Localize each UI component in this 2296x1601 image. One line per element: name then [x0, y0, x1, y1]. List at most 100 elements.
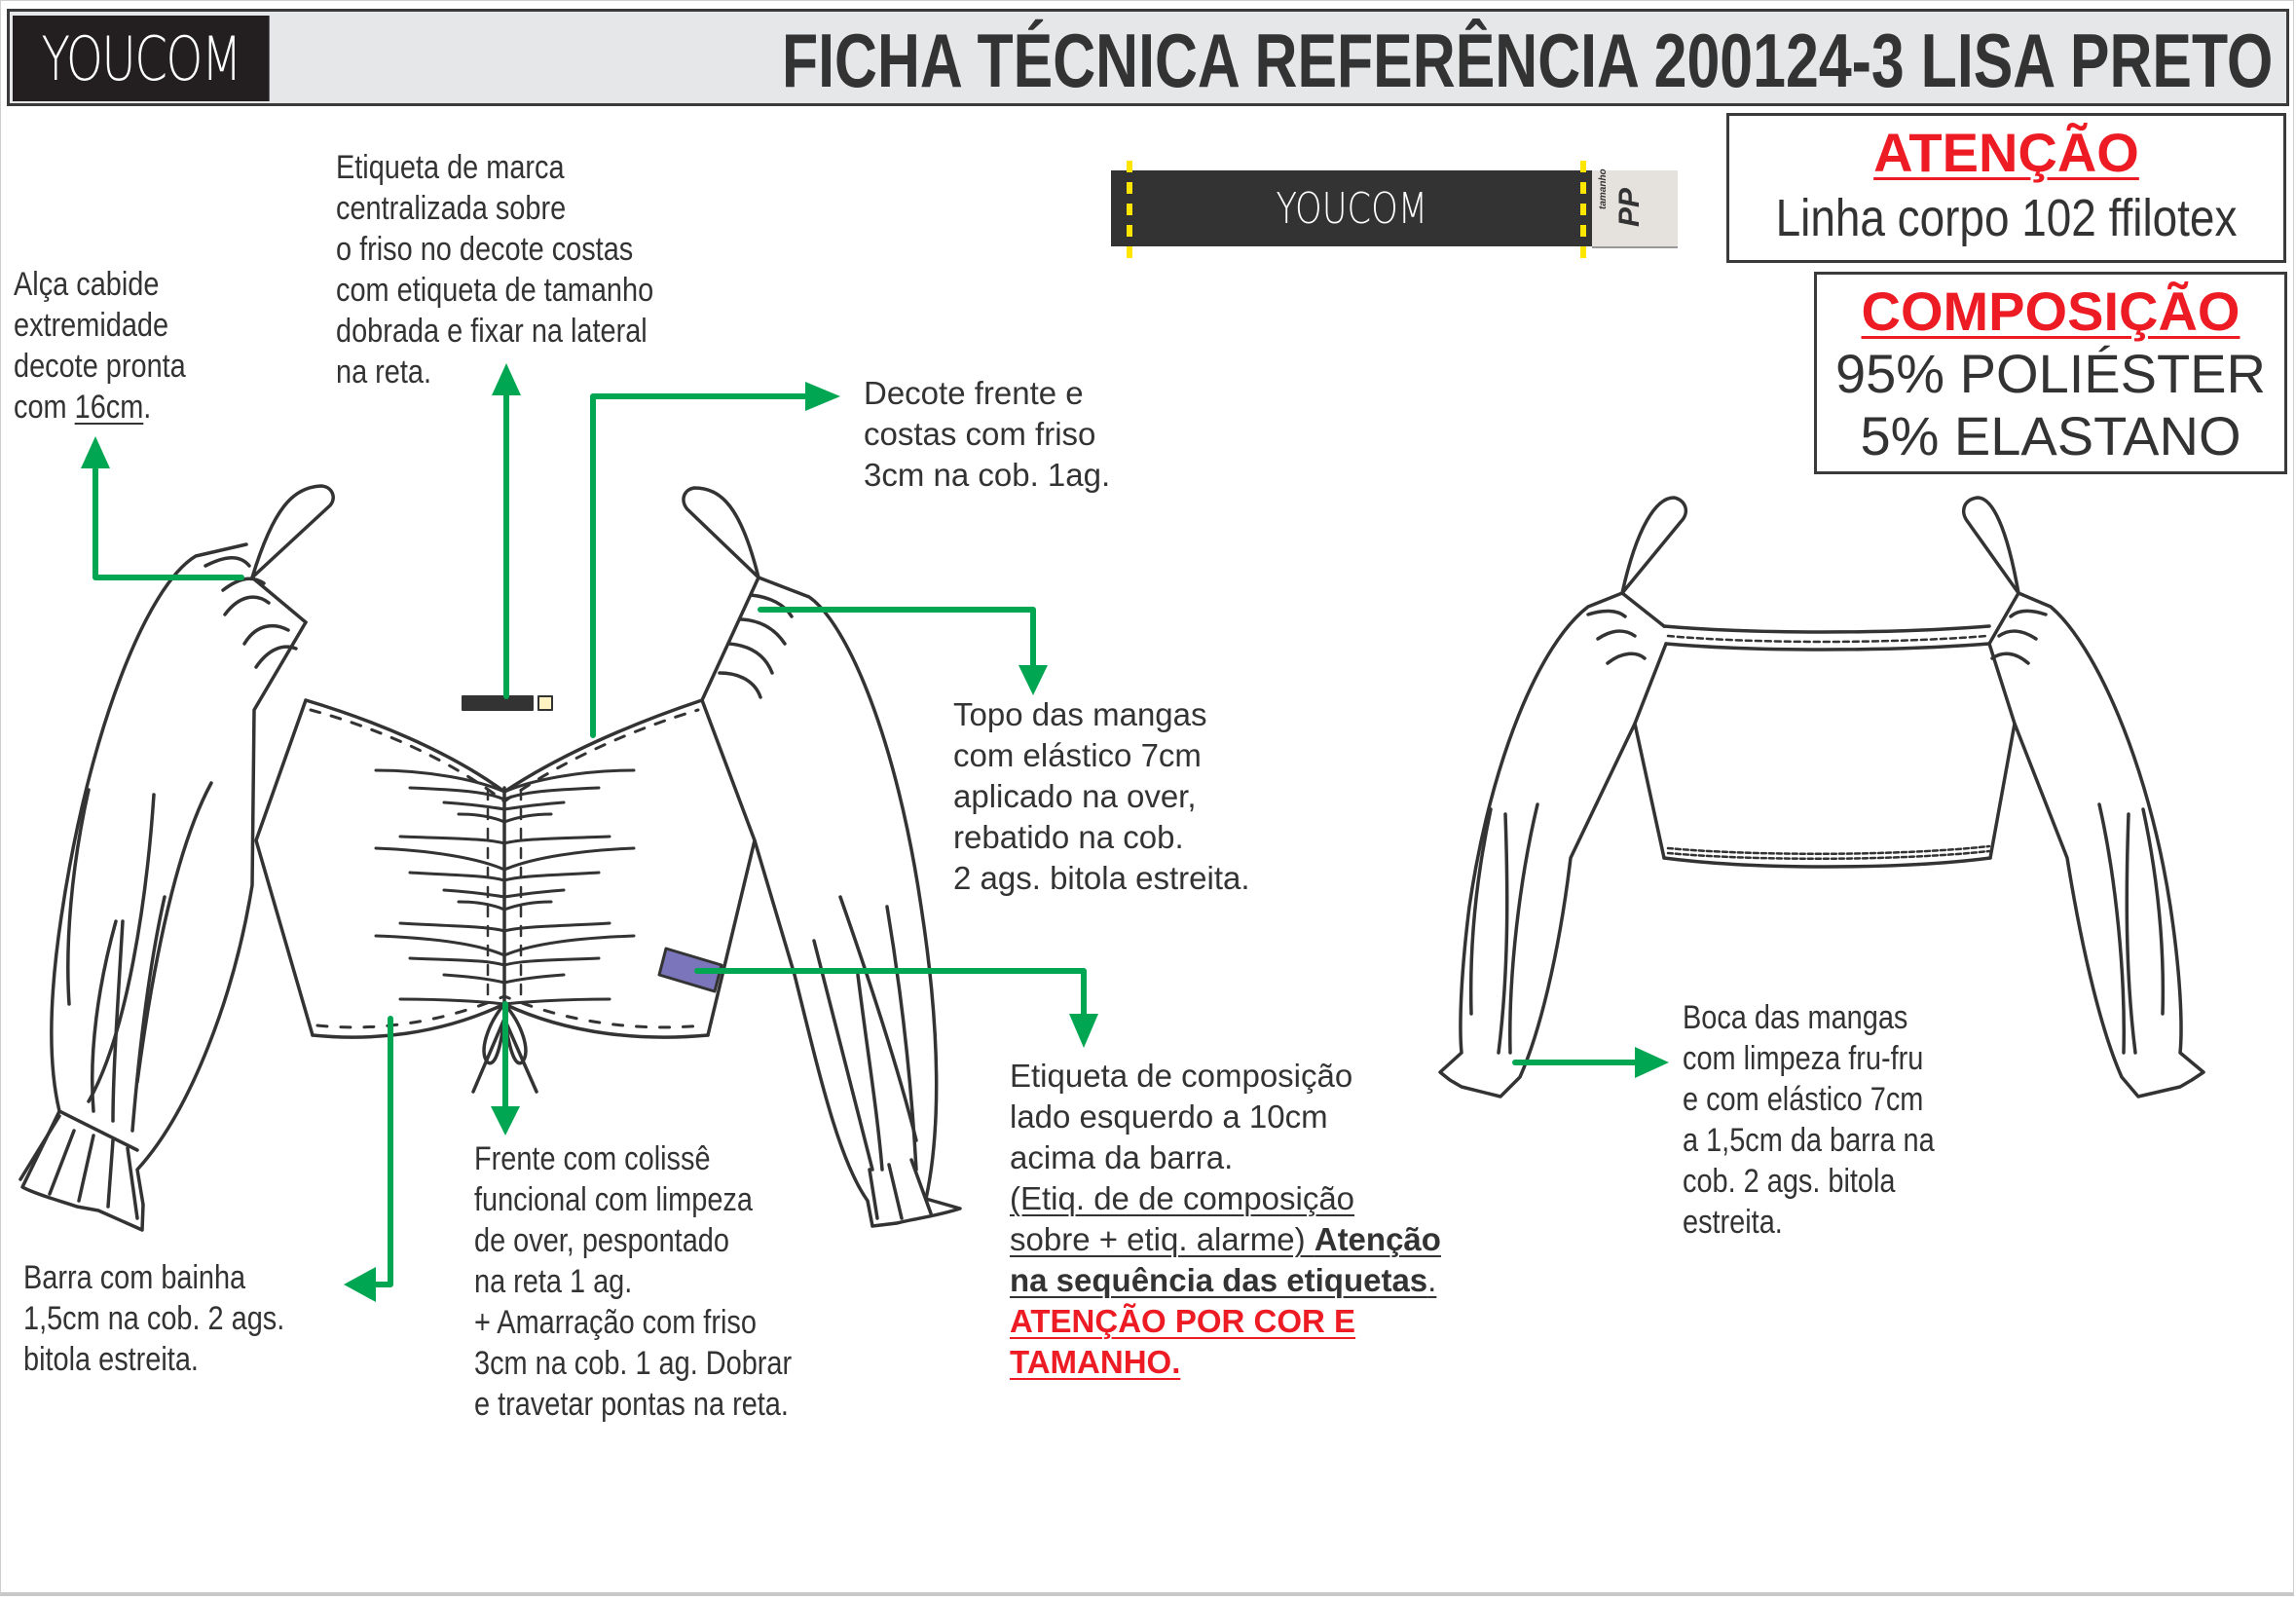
note-line: + Amarração com friso	[474, 1304, 757, 1341]
note-line: com limpeza fru-fru	[1683, 1040, 1924, 1077]
brand-label-text: YOUCOM	[1276, 183, 1427, 234]
left-sleeve	[20, 542, 308, 1232]
drawing-stroke	[398, 835, 611, 845]
note-line: o friso no decote costas	[336, 231, 634, 268]
note-line-underlined: (Etiq. de de composição	[1010, 1180, 1355, 1216]
note-line: aplicado na over,	[953, 778, 1197, 814]
drawing-stroke	[2141, 807, 2166, 1016]
note-frente: Frente com colissê funcional com limpeza…	[474, 1138, 792, 1425]
arrow-alca	[93, 456, 244, 580]
note-text: .	[143, 389, 152, 426]
drawing-stroke	[700, 576, 760, 702]
left-sleeve-cuff	[57, 1109, 139, 1152]
drawing-stroke	[48, 1129, 76, 1196]
drawing-stroke	[408, 871, 601, 882]
note-text: sobre + etiq. alarme)	[1010, 1221, 1315, 1257]
note-line: funcional com limpeza	[474, 1181, 753, 1218]
back-left-sleeve	[1438, 591, 1637, 1098]
composition-tag	[657, 947, 723, 993]
note-line-underlined: sobre + etiq. alarme) Atenção	[1010, 1219, 1441, 1260]
drawing-stroke	[106, 1138, 115, 1209]
back-neckline	[1662, 624, 1991, 634]
note-topo-mangas: Topo das mangas com elástico 7cm aplicad…	[953, 694, 1250, 899]
back-left-loop	[1620, 496, 1688, 595]
drawing-stroke	[1586, 609, 1627, 618]
drawing-stroke	[812, 939, 874, 1172]
drawing-stroke	[856, 973, 884, 1172]
back-view-drawing	[1438, 496, 2205, 1098]
arrowhead-icon	[1635, 1047, 1669, 1078]
note-line: extremidade	[14, 307, 169, 344]
drawing-stroke	[135, 781, 213, 1084]
note-line: centralizada sobre	[336, 190, 567, 227]
note-line: e com elástico 7cm	[1683, 1081, 1924, 1118]
note-line: lado esquerdo a 10cm	[1010, 1098, 1328, 1135]
drawing-stroke	[2097, 802, 2126, 1055]
drawing-stroke	[204, 556, 251, 568]
attention-heading: ATENÇÃO	[1873, 122, 2139, 183]
brand-logo: YOUCOM	[13, 16, 270, 101]
front-neckline	[304, 698, 704, 794]
note-line: Etiqueta de composição	[1010, 1058, 1353, 1094]
arrow-barra	[363, 1016, 393, 1287]
drawing-stroke	[398, 921, 611, 933]
note-line: Barra com bainha	[23, 1259, 246, 1296]
brand-logo-text: YOUCOM	[41, 22, 242, 94]
drawing-stroke	[1664, 642, 1991, 652]
drawing-stroke	[223, 595, 271, 616]
warning-line: ATENÇÃO POR COR E	[1010, 1303, 1356, 1339]
drawing-stroke	[537, 695, 553, 711]
note-line-underlined: na sequência das etiquetas.	[1010, 1260, 1441, 1301]
front-left-side	[254, 698, 315, 1037]
drawing-stroke	[1596, 629, 1637, 641]
stitch-line-right	[1580, 161, 1586, 258]
note-line: Topo das mangas	[953, 696, 1207, 732]
arrowhead-icon	[344, 1267, 376, 1302]
drawing-stroke	[749, 593, 794, 618]
composition-line: 95% POLIÉSTER	[1835, 343, 2266, 404]
size-label: tamanho PP	[1592, 168, 1678, 248]
drawing-stroke	[250, 576, 308, 624]
drawing-stroke	[457, 812, 553, 824]
drawing-stroke	[19, 1114, 61, 1181]
note-line: Frente com colissê	[474, 1140, 711, 1177]
arrow-topo-mangas	[758, 607, 1036, 676]
note-line: estreita.	[1683, 1204, 1783, 1241]
drawing-stroke	[77, 1134, 95, 1203]
note-line: e travetar pontas na reta.	[474, 1386, 789, 1423]
drawing-stroke	[90, 919, 118, 1113]
note-decote: Decote frente e costas com friso 3cm na …	[864, 373, 1110, 496]
drawing-stroke	[718, 671, 762, 699]
drawing-stroke	[909, 1158, 933, 1215]
back-right-loop	[1961, 496, 2020, 595]
measurement-underlined: 16cm	[74, 389, 144, 426]
drawing-stroke	[111, 919, 125, 1123]
note-line: Boca das mangas	[1683, 999, 1908, 1036]
note-etiqueta-marca: Etiqueta de marca centralizada sobre o f…	[336, 147, 653, 392]
drawing-stroke	[1990, 652, 2030, 665]
note-line: Alça cabide	[14, 266, 160, 303]
back-left-side	[1633, 642, 1668, 860]
note-line: decote pronta	[14, 348, 186, 385]
note-line: de over, pespontado	[474, 1222, 729, 1259]
drawing-stroke	[242, 623, 290, 646]
note-line: 3cm na cob. 1 ag. Dobrar	[474, 1345, 793, 1382]
drawing-stroke	[87, 793, 156, 1103]
attention-text: Linha corpo 102 ffilotex	[1775, 189, 2238, 247]
arrowhead-icon	[492, 363, 521, 395]
note-line: na reta.	[336, 354, 432, 391]
composition-heading: COMPOSIÇÃO	[1861, 280, 2240, 342]
drawing-stroke	[126, 1146, 139, 1220]
arrowhead-icon	[1018, 665, 1048, 695]
note-barra: Barra com bainha 1,5cm na cob. 2 ags. bi…	[23, 1257, 284, 1380]
brand-label-woven: YOUCOM	[1111, 170, 1592, 246]
note-line: com 16cm.	[14, 387, 186, 428]
arrowhead-icon	[491, 1106, 520, 1136]
note-line: cob. 2 ags. bitola	[1683, 1163, 1896, 1200]
arrowheads	[81, 363, 1669, 1302]
front-view-drawing	[19, 484, 962, 1232]
drawing-stroke	[2009, 609, 2048, 618]
note-etiqueta-composicao: Etiqueta de composição lado esquerdo a 1…	[1010, 1056, 1441, 1383]
